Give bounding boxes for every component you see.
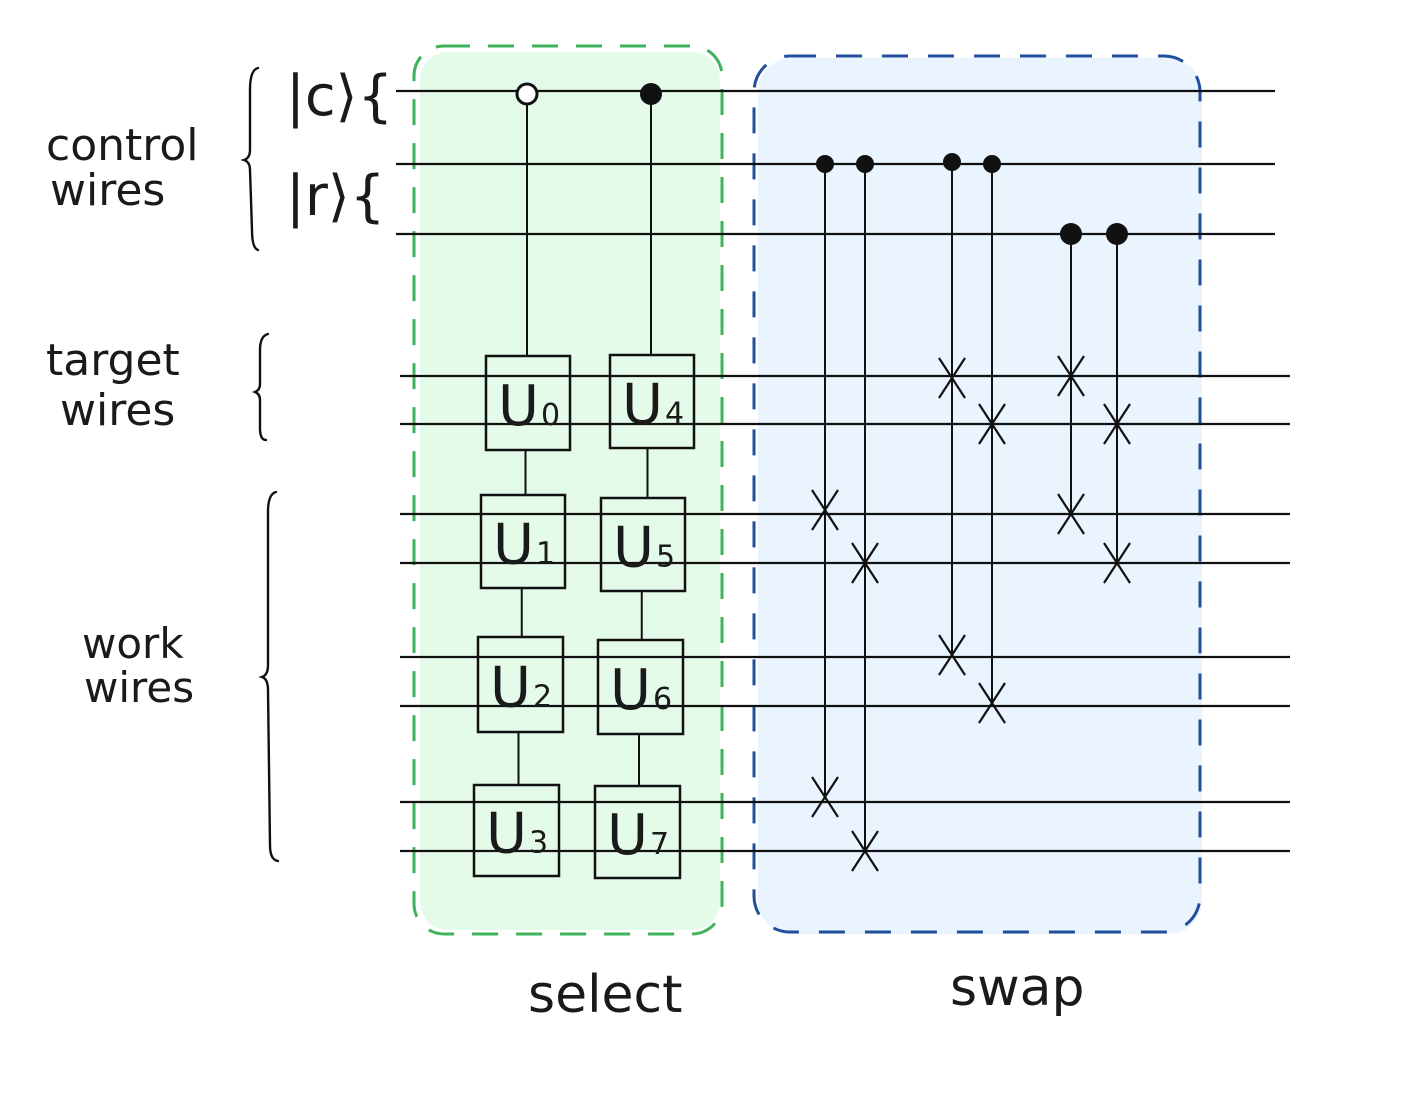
- target-brace: [251, 332, 270, 442]
- gate-box: [599, 496, 687, 593]
- select-label: select: [528, 965, 683, 1025]
- swap-control-dot: [1106, 223, 1128, 245]
- control-brace: [240, 66, 260, 252]
- select-region-fill: [420, 52, 720, 930]
- swap-x-icon: [1057, 493, 1085, 535]
- gate-box: [472, 783, 561, 878]
- gate-index: 4: [665, 397, 684, 432]
- control-wires-label-1: control: [46, 120, 199, 171]
- swap-control-dot: [1060, 223, 1082, 245]
- gate-U7: U7: [593, 784, 682, 880]
- gate-U6: U6: [596, 638, 685, 736]
- swap-x-icon: [938, 357, 966, 399]
- gate-label: U3: [486, 802, 548, 867]
- ket-c-label: |c⟩{: [286, 64, 393, 129]
- swap-x-icon: [1103, 403, 1131, 445]
- work-brace: [258, 490, 280, 863]
- swap-x-icon: [811, 489, 839, 531]
- gate-U5: U5: [599, 496, 687, 593]
- swap-control-dot: [816, 155, 834, 173]
- gate-base: U: [622, 373, 663, 438]
- open-control-dot: [515, 82, 539, 106]
- gate-index: 0: [541, 398, 560, 433]
- gate-base: U: [610, 658, 651, 723]
- gate-U2: U2: [476, 635, 565, 734]
- gate-U0: U0: [484, 354, 572, 452]
- gate-label: U0: [498, 374, 560, 439]
- gate-U3: U3: [472, 783, 561, 878]
- gate-base: U: [607, 803, 648, 868]
- gate-box: [484, 354, 572, 452]
- wires: [396, 89, 1290, 853]
- gate-label: U5: [613, 516, 675, 581]
- gate-box: [608, 353, 696, 450]
- gate-box: [596, 638, 685, 736]
- swap-x-icon: [851, 542, 879, 584]
- gate-index: 3: [529, 826, 548, 861]
- swap-x-icon: [1057, 355, 1085, 397]
- swap-x-icon: [978, 403, 1006, 445]
- control-wires-label-2: wires: [50, 165, 165, 216]
- gate-label: U4: [622, 373, 684, 438]
- target-wires-label-1: target: [46, 335, 180, 386]
- gate-base: U: [493, 513, 534, 578]
- gate-U1: U1: [479, 493, 567, 590]
- control-and-swap-marks: [515, 82, 1131, 872]
- gate-box: [479, 493, 567, 590]
- swap-control-dot: [856, 155, 874, 173]
- swap-x-icon: [811, 776, 839, 818]
- gate-base: U: [498, 374, 539, 439]
- swap-x-icon: [1103, 542, 1131, 584]
- gate-base: U: [486, 802, 527, 867]
- gate-U4: U4: [608, 353, 696, 450]
- target-wires-label-2: wires: [60, 385, 175, 436]
- filled-control-dot: [640, 83, 662, 105]
- swap-label: swap: [950, 958, 1085, 1018]
- swap-x-icon: [851, 830, 879, 872]
- gate-index: 1: [536, 537, 555, 572]
- gate-index: 2: [533, 680, 552, 715]
- gate-base: U: [613, 516, 654, 581]
- gate-box: [593, 784, 682, 880]
- gate-label: U1: [493, 513, 555, 578]
- swap-x-icon: [938, 634, 966, 676]
- gate-label: U2: [490, 656, 552, 721]
- gate-label: U7: [607, 803, 669, 868]
- swap-control-dot: [943, 153, 961, 171]
- gate-box: [476, 635, 565, 734]
- work-wires-label-1: work: [82, 619, 184, 668]
- ket-r-label: |r⟩{: [286, 164, 385, 229]
- swap-x-icon: [978, 682, 1006, 724]
- swap-region-border: [752, 54, 1202, 934]
- swap-region-fill: [758, 58, 1202, 934]
- control-lines: [517, 94, 652, 786]
- work-wires-label-2: wires: [84, 663, 194, 712]
- gate-index: 6: [653, 682, 672, 717]
- gate-label: U6: [610, 658, 672, 723]
- swap-control-dot: [983, 155, 1001, 173]
- gate-base: U: [490, 656, 531, 721]
- gate-index: 7: [650, 827, 669, 862]
- select-region-border: [412, 44, 724, 936]
- gate-index: 5: [656, 540, 675, 575]
